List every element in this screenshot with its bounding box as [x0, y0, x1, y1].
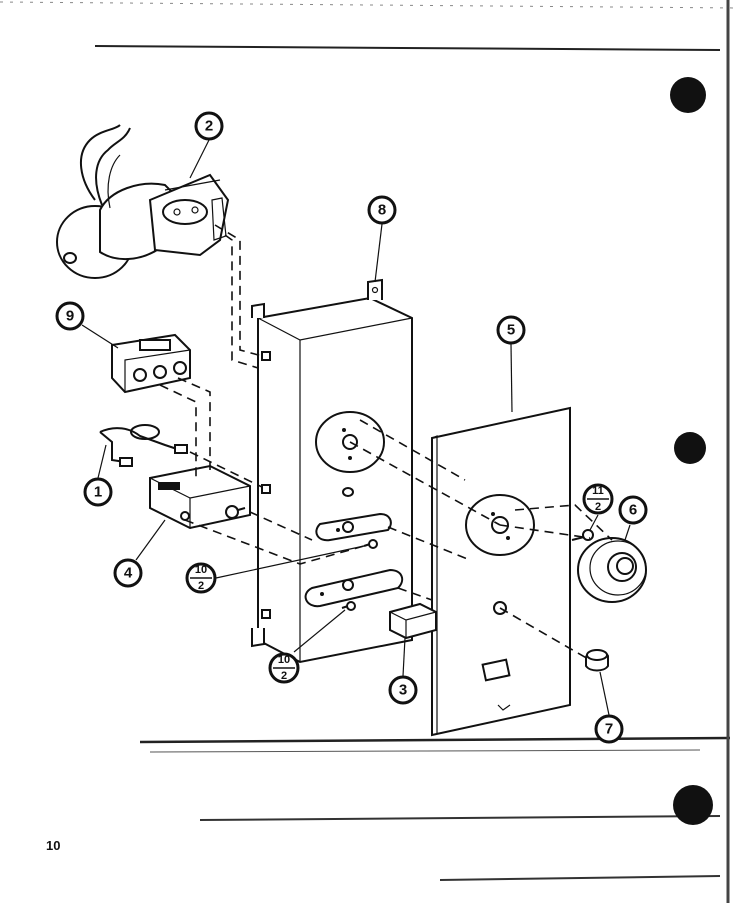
svg-text:8: 8 [378, 202, 386, 219]
callout-1: 1 [83, 477, 113, 507]
screws [341, 529, 594, 611]
assembly-guide-lines [159, 224, 613, 661]
svg-text:2: 2 [205, 118, 213, 135]
binder-hole-middle [674, 432, 706, 464]
svg-text:4: 4 [124, 565, 133, 582]
svg-text:10: 10 [278, 654, 290, 666]
callout-11-over-2: 11 2 [582, 483, 614, 515]
timer-motor [56, 124, 230, 279]
svg-text:7: 7 [605, 721, 613, 738]
svg-text:1: 1 [94, 484, 102, 501]
svg-text:2: 2 [198, 580, 204, 592]
callout-4: 4 [113, 558, 143, 588]
control-bracket [251, 278, 413, 664]
callout-9: 9 [55, 301, 85, 331]
terminal-block [111, 333, 191, 394]
svg-text:2: 2 [281, 670, 287, 682]
svg-text:9: 9 [66, 308, 74, 325]
callout-2: 2 [194, 111, 224, 141]
screw-10-upper [363, 539, 378, 549]
svg-text:5: 5 [507, 322, 515, 339]
page-number: 10 [46, 838, 61, 853]
binder-hole-bottom [673, 785, 713, 825]
switch-cap [389, 602, 437, 640]
callout-5: 5 [496, 315, 526, 345]
svg-text:11: 11 [592, 485, 604, 497]
interlock-switch [149, 464, 251, 530]
callout-10-over-2-lower: 10 2 [268, 652, 300, 684]
callout-8: 8 [367, 195, 397, 225]
thermal-fuse [99, 424, 188, 467]
leader-lines [81, 139, 631, 716]
binder-hole-top [670, 77, 706, 113]
svg-text:3: 3 [399, 682, 407, 699]
svg-text:2: 2 [595, 501, 601, 513]
svg-text:6: 6 [629, 502, 637, 519]
callout-10-over-2-upper: 10 2 [185, 562, 217, 594]
screw-10-lower [341, 601, 356, 611]
svg-text:10: 10 [195, 564, 207, 576]
callout-7: 7 [594, 714, 624, 744]
timer-knob [577, 537, 647, 603]
selector-knob [585, 649, 609, 672]
callout-3: 3 [388, 675, 418, 705]
front-panel [431, 406, 571, 737]
callout-6: 6 [618, 495, 648, 525]
